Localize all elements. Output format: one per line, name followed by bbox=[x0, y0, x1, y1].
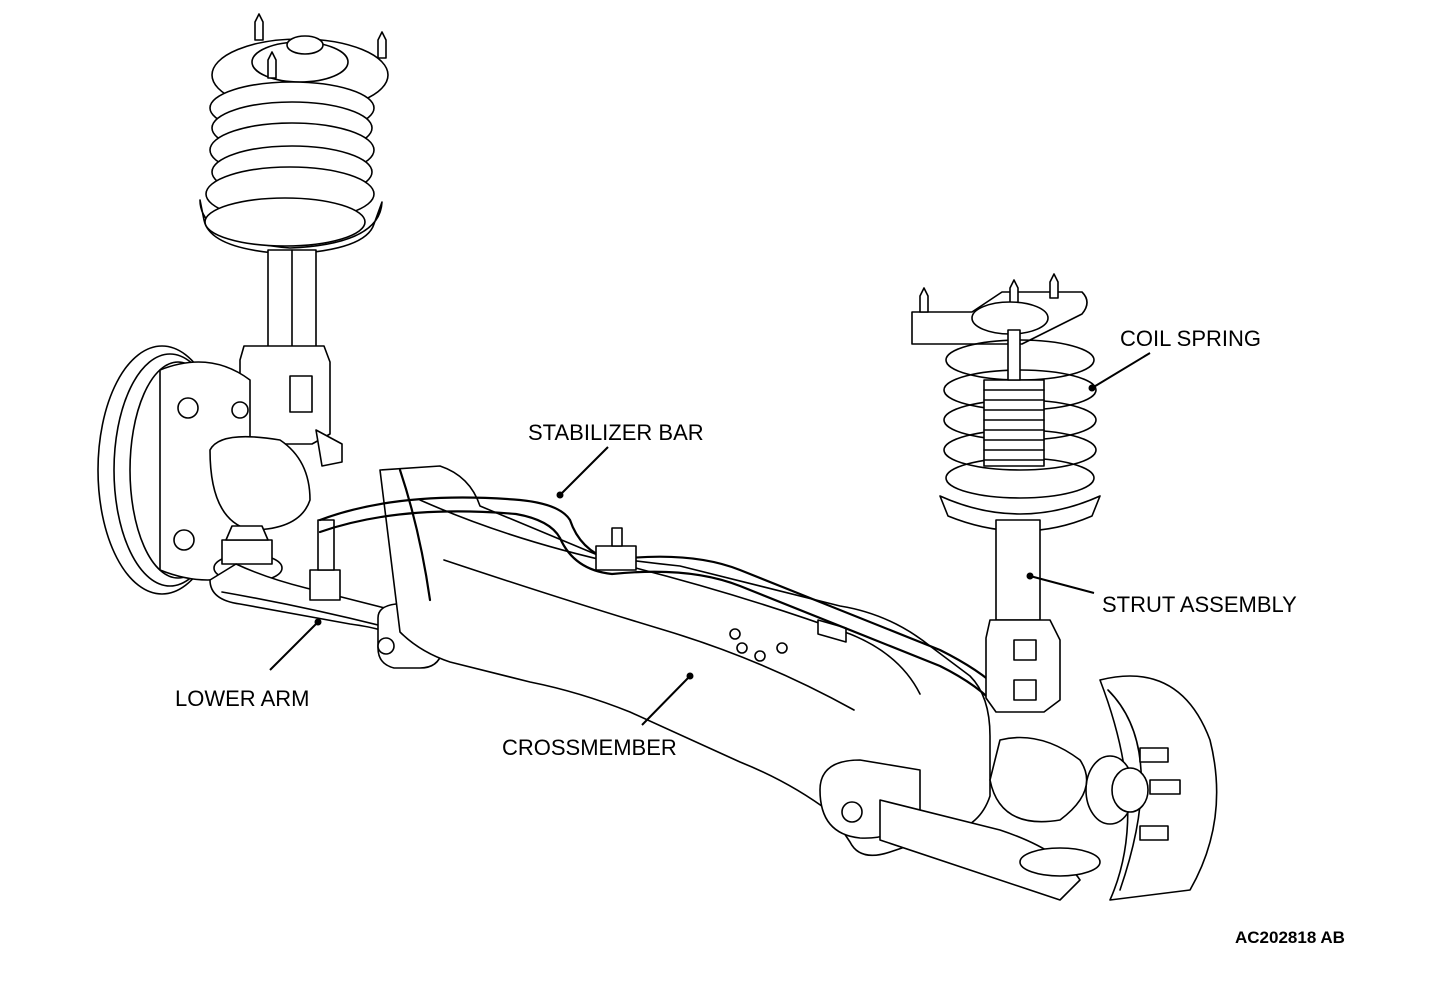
leader-dot-stabilizer-bar bbox=[556, 491, 564, 499]
right-brake-rotor bbox=[989, 675, 1218, 901]
leader-lines bbox=[269, 352, 1151, 726]
left-strut-assembly bbox=[199, 13, 389, 467]
crossmember bbox=[379, 465, 1081, 901]
label-strut-assembly: STRUT ASSEMBLY bbox=[1102, 592, 1297, 617]
stabilizer-bar bbox=[318, 468, 1002, 710]
leader-crossmember bbox=[641, 675, 691, 726]
leader-strut-assembly bbox=[1029, 575, 1095, 594]
leader-lower-arm bbox=[269, 621, 319, 671]
label-lower-arm: LOWER ARM bbox=[175, 686, 309, 711]
label-crossmember: CROSSMEMBER bbox=[502, 735, 677, 760]
label-stabilizer-bar: STABILIZER BAR bbox=[528, 420, 704, 445]
leader-dot-coil-spring bbox=[1088, 384, 1096, 392]
leader-dot-lower-arm bbox=[314, 618, 322, 626]
leader-dot-crossmember bbox=[686, 672, 694, 680]
right-strut-assembly bbox=[911, 273, 1101, 713]
figure-code: AC202818 AB bbox=[1235, 928, 1345, 947]
leader-dot-strut-assembly bbox=[1026, 572, 1034, 580]
leader-stabilizer-bar bbox=[559, 446, 609, 496]
label-coil-spring: COIL SPRING bbox=[1120, 326, 1261, 351]
leader-coil-spring bbox=[1091, 352, 1151, 389]
